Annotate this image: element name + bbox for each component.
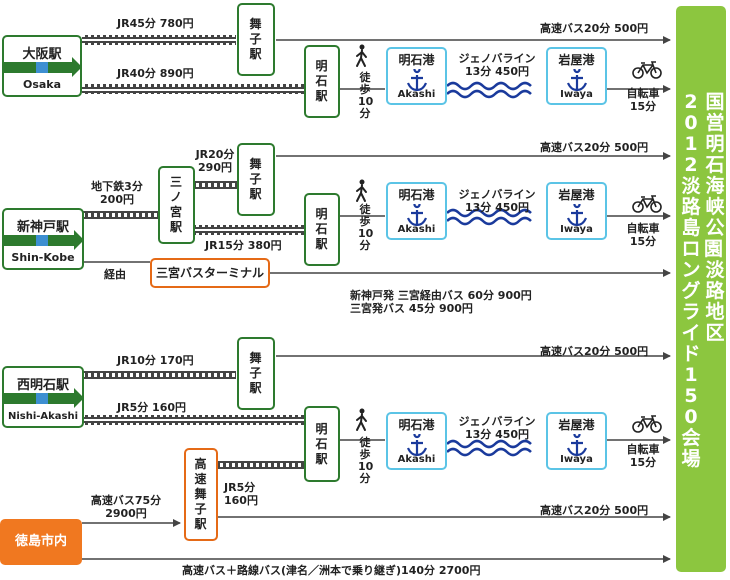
- nishiakashi-walk-label: 徒歩10分: [358, 436, 374, 485]
- kobe-jr-akashi-label: JR15分 380円: [205, 239, 282, 252]
- tokushima-hwy-bus-label: 高速バス75分 2900円: [90, 494, 162, 520]
- highway-maiko-stop[interactable]: 高速舞子駅: [184, 448, 218, 541]
- venue-name-line1: 国営明石海峡公園・淡路地区: [704, 91, 730, 344]
- kobe-subway-label: 地下鉄3分 200円: [91, 180, 143, 206]
- row-nishiakashi-lines: [82, 352, 671, 457]
- anchor-icon: [566, 434, 588, 457]
- port-iwaya-en: Iwaya: [560, 224, 593, 235]
- port-iwaya-en: Iwaya: [560, 89, 593, 100]
- osaka-akashi-station[interactable]: 明石駅: [304, 45, 340, 118]
- venue-panel[interactable]: 国営明石海峡公園・淡路地区 2012淡路島ロングライド150会場: [676, 6, 730, 572]
- station-osaka[interactable]: 大阪駅 Osaka: [2, 35, 82, 97]
- station-osaka-en: Osaka: [22, 78, 62, 91]
- nishiakashi-bike-label: 自転車 15分: [626, 443, 660, 469]
- row-tokushima-lines: [82, 460, 671, 563]
- station-arrowhead: [74, 388, 82, 408]
- osaka-walk-label: 徒歩10分: [358, 71, 374, 120]
- kobe-ferry-label: ジェノバライン 13分 450円: [458, 188, 536, 214]
- tokushima-bottom-bus-label: 高速バス＋路線バス(津名／洲本で乗り継ぎ)140分 2700円: [182, 564, 481, 577]
- tokushima-bus-label: 高速バス20分 500円: [540, 504, 649, 517]
- port-iwaya-en: Iwaya: [560, 454, 593, 465]
- port-akashi-name: 明石港: [398, 418, 435, 432]
- osaka-bus-label: 高速バス20分 500円: [540, 22, 649, 35]
- nishiakashi-akashi-port[interactable]: 明石港 Akashi: [386, 412, 447, 470]
- sannomiya-station[interactable]: 三ノ宮駅: [158, 166, 195, 244]
- nishiakashi-akashi-station-label: 明石駅: [315, 421, 328, 466]
- sannomiya-bus-terminal[interactable]: 三宮バスターミナル: [150, 258, 270, 288]
- kobe-bus-label: 高速バス20分 500円: [540, 141, 649, 154]
- osaka-iwaya-port[interactable]: 岩屋港 Iwaya: [546, 47, 607, 105]
- station-marker: [36, 393, 48, 404]
- kobe-iwaya-port[interactable]: 岩屋港 Iwaya: [546, 182, 607, 240]
- anchor-icon: [406, 434, 428, 457]
- station-arrowhead: [74, 230, 82, 250]
- nishiakashi-iwaya-port[interactable]: 岩屋港 Iwaya: [546, 412, 607, 470]
- anchor-icon: [406, 69, 428, 92]
- row-osaka-lines: [82, 35, 671, 99]
- station-marker: [36, 235, 48, 246]
- osaka-bike-label: 自転車 15分: [626, 87, 660, 113]
- venue-name-line2: 2012淡路島ロングライド150会場: [681, 91, 701, 470]
- station-osaka-name: 大阪駅: [22, 47, 62, 62]
- highway-maiko-stop-label: 高速舞子駅: [194, 457, 207, 531]
- port-iwaya-name: 岩屋港: [558, 188, 595, 202]
- port-iwaya-name: 岩屋港: [558, 418, 595, 432]
- nishiakashi-akashi-station[interactable]: 明石駅: [304, 406, 340, 482]
- nishiakashi-maiko-station[interactable]: 舞子駅: [237, 337, 275, 410]
- osaka-jr-maiko-label: JR45分 780円: [117, 17, 194, 30]
- osaka-akashi-port[interactable]: 明石港 Akashi: [386, 47, 447, 105]
- kobe-maiko-station[interactable]: 舞子駅: [237, 143, 275, 216]
- station-nishiakashi-name: 西明石駅: [16, 378, 69, 393]
- kobe-via-label: 経由: [104, 268, 126, 281]
- kobe-walk-label: 徒歩10分: [358, 203, 374, 252]
- nishiakashi-maiko-station-label: 舞子駅: [249, 351, 262, 395]
- port-akashi-name: 明石港: [398, 53, 435, 67]
- port-akashi-en: Akashi: [397, 224, 436, 235]
- port-akashi-en: Akashi: [397, 89, 436, 100]
- kobe-jr-maiko-label: JR20分 290円: [195, 148, 235, 174]
- tokushima-jr-label: JR5分 160円: [224, 481, 258, 507]
- nishiakashi-jr-maiko-label: JR10分 170円: [117, 354, 194, 367]
- kobe-bike-label: 自転車 15分: [626, 222, 660, 248]
- nishiakashi-jr-akashi-label: JR5分 160円: [117, 401, 187, 414]
- kobe-akashi-port[interactable]: 明石港 Akashi: [386, 182, 447, 240]
- kobe-maiko-station-label: 舞子駅: [249, 157, 262, 201]
- tokushima-city[interactable]: 徳島市内: [0, 519, 82, 565]
- station-kobe-en: Shin-Kobe: [11, 251, 75, 264]
- nishiakashi-ferry-label: ジェノバライン 13分 450円: [458, 415, 536, 441]
- tokushima-city-label: 徳島市内: [14, 534, 67, 549]
- station-nishiakashi-en: Nishi-Akashi: [7, 411, 79, 422]
- osaka-ferry-label: ジェノバライン 13分 450円: [458, 52, 536, 78]
- nishiakashi-bus-label: 高速バス20分 500円: [540, 345, 649, 358]
- row-kobe-lines: [82, 152, 671, 277]
- sannomiya-bus-terminal-label: 三宮バスターミナル: [155, 266, 264, 280]
- kobe-bus-note: 新神戸発 三宮経由バス 60分 900円 三宮発バス 45分 900円: [350, 289, 532, 315]
- osaka-akashi-station-label: 明石駅: [315, 59, 328, 103]
- station-shin-kobe[interactable]: 新神戸駅 Shin-Kobe: [2, 208, 84, 270]
- port-akashi-en: Akashi: [397, 454, 436, 465]
- sannomiya-station-label: 三ノ宮駅: [170, 175, 183, 234]
- kobe-akashi-station[interactable]: 明石駅: [304, 193, 340, 266]
- anchor-icon: [406, 204, 428, 227]
- osaka-jr-akashi-label: JR40分 890円: [117, 67, 194, 80]
- osaka-maiko-station-label: 舞子駅: [249, 17, 262, 61]
- station-nishi-akashi[interactable]: 西明石駅 Nishi-Akashi: [2, 366, 84, 428]
- station-arrowhead: [72, 57, 80, 77]
- port-akashi-name: 明石港: [398, 188, 435, 202]
- anchor-icon: [566, 204, 588, 227]
- osaka-maiko-station[interactable]: 舞子駅: [237, 3, 275, 76]
- kobe-akashi-station-label: 明石駅: [315, 207, 328, 251]
- anchor-icon: [566, 69, 588, 92]
- station-marker: [36, 62, 48, 73]
- station-kobe-name: 新神戸駅: [16, 220, 69, 235]
- port-iwaya-name: 岩屋港: [558, 53, 595, 67]
